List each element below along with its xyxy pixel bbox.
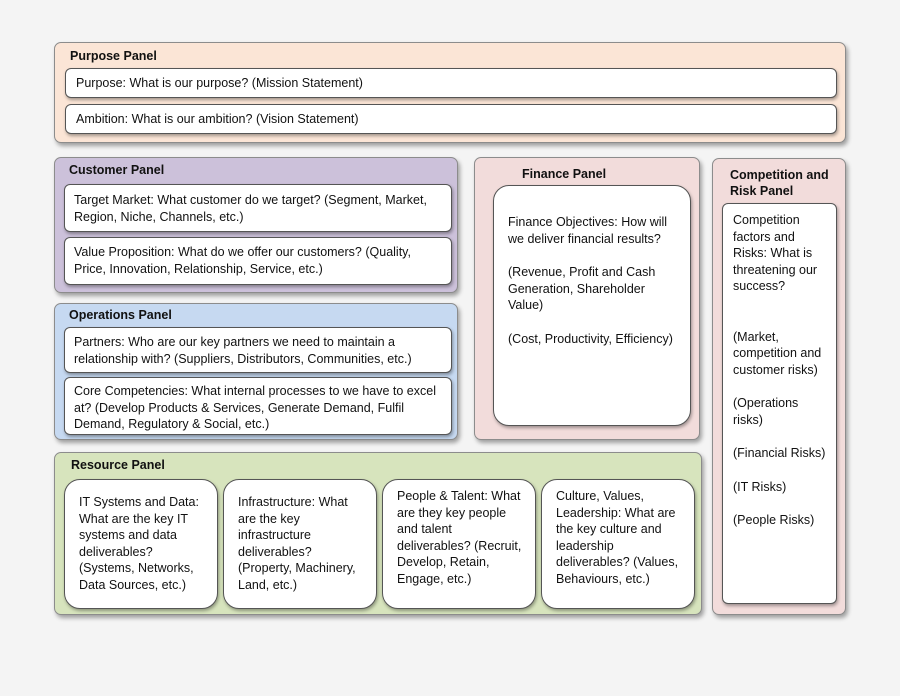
finance-revenue-text: (Revenue, Profit and Cash Generation, Sh… xyxy=(508,265,656,312)
competition-risk-panel: Competition and Risk Panel Competition f… xyxy=(712,158,846,615)
finance-panel-title: Finance Panel xyxy=(522,167,607,181)
it-systems-box: IT Systems and Data: What are the key IT… xyxy=(64,479,218,609)
customer-panel: Customer Panel Target Market: What custo… xyxy=(54,157,458,293)
financial-risks-text: (Financial Risks) xyxy=(733,446,826,460)
purpose-box: Purpose: What is our purpose? (Mission S… xyxy=(65,68,837,98)
partners-box: Partners: Who are our key partners we ne… xyxy=(64,327,452,373)
operations-panel-title: Operations Panel xyxy=(69,308,172,322)
value-proposition-text: Value Proposition: What do we offer our … xyxy=(74,245,411,276)
competition-factors-text: Competition factors and Risks: What is t… xyxy=(733,213,818,293)
infrastructure-box: Infrastructure: What are the key infrast… xyxy=(223,479,377,609)
ambition-text: Ambition: What is our ambition? (Vision … xyxy=(76,112,359,126)
value-proposition-box: Value Proposition: What do we offer our … xyxy=(64,237,452,285)
people-risks-text: (People Risks) xyxy=(733,513,815,527)
operations-panel: Operations Panel Partners: Who are our k… xyxy=(54,303,458,440)
purpose-text: Purpose: What is our purpose? (Mission S… xyxy=(76,76,363,90)
partners-text: Partners: Who are our key partners we ne… xyxy=(74,335,412,366)
target-market-text: Target Market: What customer do we targe… xyxy=(74,193,427,224)
competition-box: Competition factors and Risks: What is t… xyxy=(722,203,837,604)
core-competencies-text: Core Competencies: What internal process… xyxy=(74,384,436,431)
people-talent-text: People & Talent: What are they key peopl… xyxy=(397,489,522,586)
finance-objectives-text: Finance Objectives: How will we deliver … xyxy=(508,215,668,246)
purpose-panel: Purpose Panel Purpose: What is our purpo… xyxy=(54,42,846,143)
competition-panel-title: Competition and Risk Panel xyxy=(730,168,829,198)
finance-panel: Finance Panel Finance Objectives: How wi… xyxy=(474,157,700,440)
customer-panel-title: Customer Panel xyxy=(69,163,165,177)
people-talent-box: People & Talent: What are they key peopl… xyxy=(382,479,536,609)
operations-risks-text: (Operations risks) xyxy=(733,396,799,427)
core-competencies-box: Core Competencies: What internal process… xyxy=(64,377,452,435)
infrastructure-text: Infrastructure: What are the key infrast… xyxy=(238,495,356,592)
target-market-box: Target Market: What customer do we targe… xyxy=(64,184,452,232)
finance-cost-text: (Cost, Productivity, Efficiency) xyxy=(508,331,673,346)
culture-text: Culture, Values, Leadership: What are th… xyxy=(556,489,679,586)
it-systems-text: IT Systems and Data: What are the key IT… xyxy=(79,495,199,592)
finance-objectives-box: Finance Objectives: How will we deliver … xyxy=(493,185,691,426)
market-risks-text: (Market, competition and customer risks) xyxy=(733,329,822,377)
purpose-panel-title: Purpose Panel xyxy=(70,49,157,63)
culture-box: Culture, Values, Leadership: What are th… xyxy=(541,479,695,609)
resource-panel: Resource Panel IT Systems and Data: What… xyxy=(54,452,702,615)
resource-panel-title: Resource Panel xyxy=(71,458,165,472)
ambition-box: Ambition: What is our ambition? (Vision … xyxy=(65,104,837,134)
it-risks-text: (IT Risks) xyxy=(733,479,787,494)
